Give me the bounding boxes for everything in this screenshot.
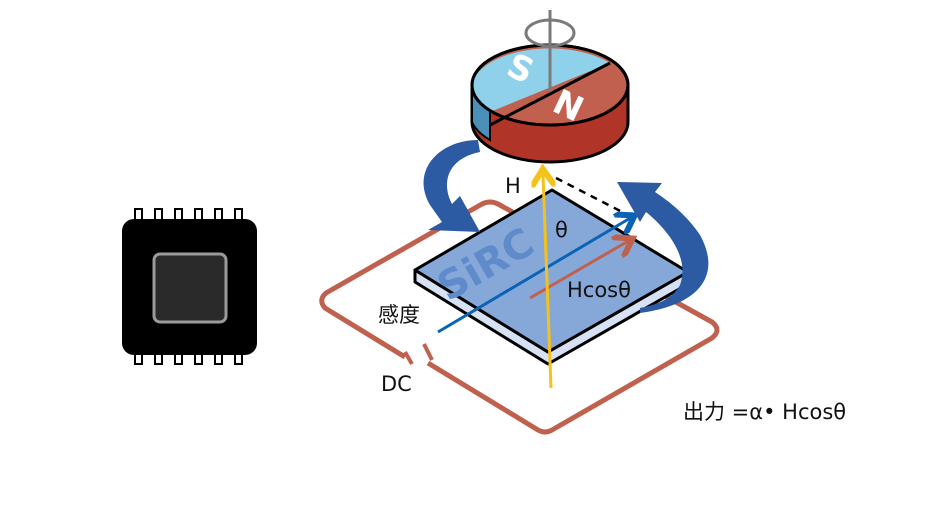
rotation-icon [524, 10, 576, 92]
flux-arrow-left-icon [423, 140, 480, 232]
h-label: H [505, 174, 521, 198]
sensitivity-axis-arrow [437, 217, 632, 334]
battery-icon [403, 343, 434, 366]
output-formula: 出力 =α• Hcosθ [683, 400, 846, 424]
flux-arrow-right-icon [617, 182, 709, 313]
dashed-projection [555, 176, 631, 218]
sensor-plate: SiRC [413, 188, 690, 366]
hcos-label: Hcosθ [567, 278, 631, 302]
dc-label: DC [381, 372, 412, 396]
sensitivity-label: 感度 [378, 303, 420, 327]
theta-label: θ [555, 218, 568, 242]
field-h-arrow [543, 175, 551, 389]
ic-chip-icon [122, 208, 257, 365]
